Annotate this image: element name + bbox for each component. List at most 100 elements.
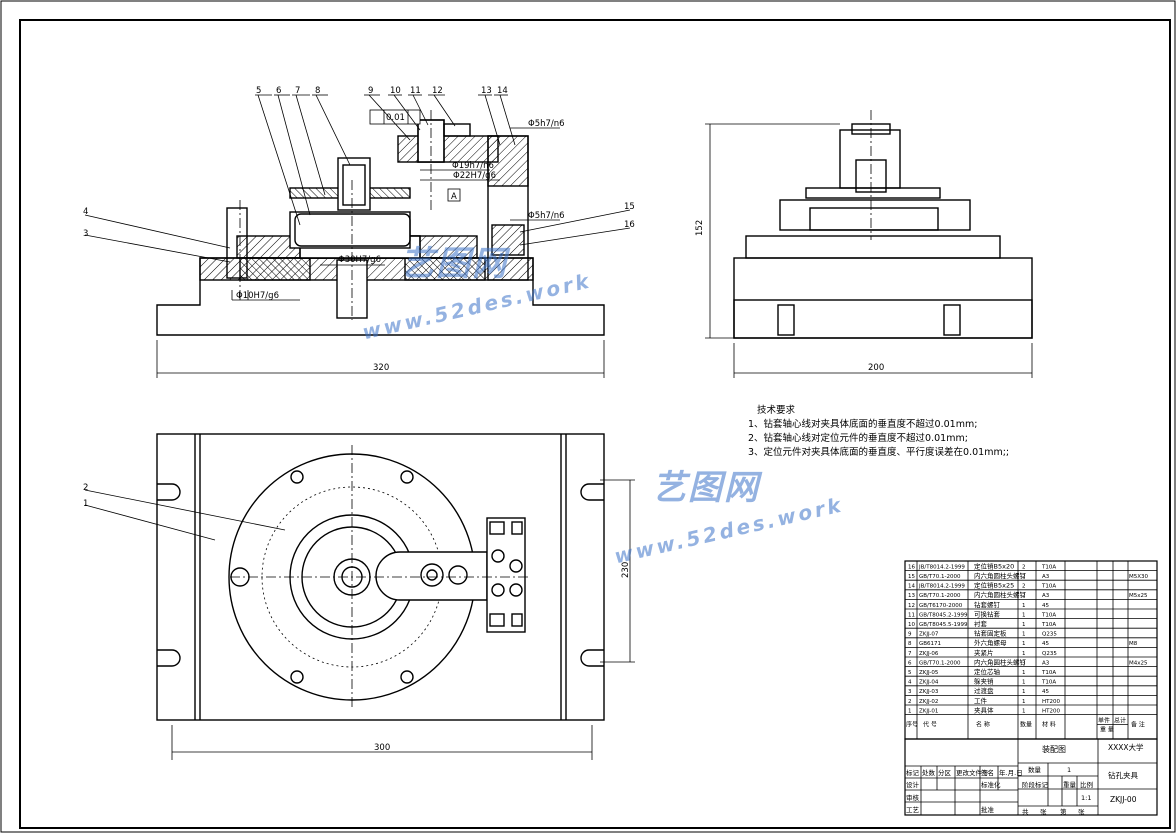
- bom-cell-qty: 1: [1022, 680, 1026, 686]
- bom-cell-code: ZKJJ-02: [919, 699, 938, 705]
- balloon-8: 8: [315, 86, 320, 96]
- bom-header-weight: 重 量: [1100, 726, 1114, 734]
- top-view: [156, 433, 605, 721]
- quantity-value: 1: [1067, 766, 1071, 774]
- bom-cell-code: JB/T8014.2-1999: [918, 584, 965, 590]
- dim-side-width: 200: [868, 363, 884, 373]
- inner-border: [19, 19, 1171, 829]
- stage-mark: 阶段标记: [1022, 780, 1049, 789]
- watermark: 艺图网 www.52des.work: [360, 236, 594, 345]
- bom-cell-mat: Q235: [1042, 651, 1057, 657]
- bom-cell-qty: 2: [1022, 593, 1026, 599]
- drawing-name: 钻孔夹具: [1108, 770, 1138, 780]
- bom-cell-qty: 1: [1022, 612, 1026, 618]
- tb-approve: 批准: [981, 805, 995, 814]
- bom-cell-name: 夹具体: [974, 705, 994, 714]
- fit-label: Φ22H7/g6: [453, 171, 496, 181]
- bom-cell-mat: T10A: [1041, 612, 1056, 618]
- bom-cell-mat: T10A: [1041, 564, 1056, 570]
- balloon-15: 15: [624, 202, 635, 212]
- bom-cell-qty: 1: [1022, 622, 1026, 628]
- bom-cell-no: 4: [908, 680, 912, 686]
- bom-cell-note: M5X30: [1129, 574, 1149, 580]
- bom-cell-no: 13: [908, 593, 915, 599]
- balloon-9: 9: [368, 86, 373, 96]
- bom-cell-mat: 45: [1042, 603, 1049, 609]
- bom-cell-no: 3: [908, 689, 912, 695]
- drawing-title: 装配图: [1042, 744, 1066, 754]
- bom-cell-name: 定位销B5x25: [974, 581, 1014, 590]
- bom-cell-qty: 1: [1022, 708, 1026, 714]
- bom-cell-no: 16: [908, 564, 915, 570]
- bom-cell-no: 11: [908, 612, 915, 618]
- bom-cell-qty: 1: [1022, 641, 1026, 647]
- tb-sign: 签名: [981, 768, 994, 777]
- bom-cell-code: ZKJJ-01: [919, 708, 938, 714]
- balloon-4: 4: [83, 207, 88, 217]
- bom-cell-mat: T10A: [1041, 670, 1056, 676]
- technical-requirements: 技术要求 1、钻套轴心线对夹具体底面的垂直度不超过0.01mm; 2、钻套轴心线…: [748, 404, 1009, 460]
- bom-cell-qty: 1: [1022, 689, 1026, 695]
- bom-cell-mat: HT200: [1042, 708, 1060, 714]
- tb-craft: 工艺: [906, 806, 920, 814]
- drawing-number: ZKJJ-00: [1110, 795, 1137, 804]
- bom-cell-mat: A3: [1042, 593, 1050, 599]
- bom-cell-no: 9: [908, 632, 912, 638]
- balloon-12: 12: [432, 86, 443, 96]
- tb-zone: 分区: [938, 768, 952, 777]
- tb-count: 处数: [922, 768, 936, 777]
- title-block-text: 装配图 XXXX大学 钻孔夹具 ZKJJ-00 数量 1 阶段标记 重量 比例 …: [906, 742, 1144, 816]
- bom-cell-name: 衬套: [974, 619, 988, 628]
- ratio-label: 比例: [1080, 780, 1093, 789]
- title-block: [904, 738, 1158, 816]
- bom-header-name: 名 称: [976, 721, 990, 729]
- bom-cell-mat: HT200: [1042, 699, 1060, 705]
- bom-header-mat: 材 料: [1042, 721, 1056, 729]
- tb-design: 设计: [906, 780, 920, 789]
- bom-header-total_w: 总计: [1114, 717, 1126, 725]
- bom-cell-mat: 45: [1042, 641, 1049, 647]
- bom-cell-code: GB/T8045.5-1999: [919, 622, 968, 628]
- top-dims: [84, 479, 635, 760]
- balloon-1: 1: [83, 499, 88, 509]
- tb-date: 年.月.日: [999, 768, 1023, 777]
- bom-cell-mat: A3: [1042, 574, 1050, 580]
- balloon-10: 10: [390, 86, 401, 96]
- bom-cell-no: 8: [908, 641, 912, 647]
- scale-value: 1:1: [1081, 794, 1091, 802]
- bom-cell-code: ZKJJ-06: [919, 651, 939, 657]
- fit-label: Φ5h7/n6: [528, 211, 565, 221]
- datum-label: A: [451, 192, 457, 202]
- tb-check: 审核: [906, 793, 920, 802]
- tb-mark: 标记: [906, 768, 920, 777]
- tech-req-2: 2、钻套轴心线对定位元件的垂直度不超过0.01mm;: [748, 433, 968, 444]
- bom-cell-qty: 2: [1022, 584, 1026, 590]
- bom-cell-note: M4x25: [1129, 660, 1148, 666]
- tolerance-value: 0.01: [386, 113, 405, 123]
- front-view: [156, 110, 605, 336]
- bom-cell-name: 内六角圆柱头螺钉: [974, 590, 1027, 599]
- tb-change: 更改文件号: [956, 768, 989, 777]
- bom-header-note: 备 注: [1131, 721, 1145, 729]
- bom-cell-mat: Q235: [1042, 632, 1057, 638]
- bom-cell-code: JB/T8014.2-1999: [918, 564, 965, 570]
- front-dims: [84, 94, 631, 378]
- dim-front-width: 320: [373, 363, 389, 373]
- watermark-cn: 艺图网: [652, 468, 760, 508]
- tech-req-1: 1、钻套轴心线对夹具体底面的垂直度不超过0.01mm;: [748, 419, 978, 430]
- bom-cell-no: 12: [908, 603, 915, 609]
- bom-cell-name: 夹紧片: [974, 648, 994, 657]
- balloon-16: 16: [624, 220, 635, 230]
- bom-cell-qty: 1: [1022, 699, 1026, 705]
- bom-cell-mat: 45: [1042, 689, 1049, 695]
- bom-cell-name: 定位芯轴: [974, 667, 1001, 676]
- bom-header-qty: 数量: [1020, 721, 1032, 729]
- bom-cell-qty: 3: [1022, 660, 1026, 666]
- bom-cell-mat: T10A: [1041, 584, 1056, 590]
- bom-cell-name: 可换钻套: [974, 609, 1001, 618]
- bom-cell-qty: 2: [1022, 574, 1026, 580]
- bom-cell-mat: A3: [1042, 660, 1050, 666]
- bom-cell-code: GB/T70.1-2000: [919, 660, 961, 666]
- bom-cell-no: 15: [908, 574, 915, 580]
